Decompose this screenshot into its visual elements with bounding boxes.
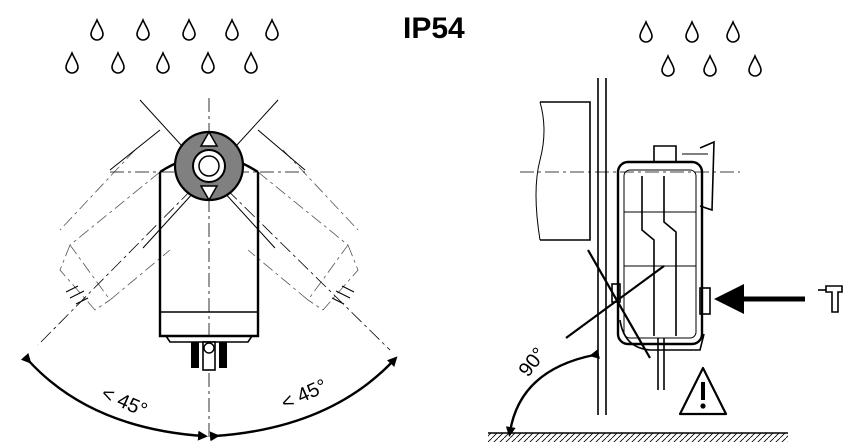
angle-label-right: < 45° xyxy=(278,375,330,414)
terminal-pins xyxy=(191,341,227,371)
water-drop-icon xyxy=(65,19,279,74)
ground-surface xyxy=(488,432,788,442)
water-drop-icon xyxy=(639,21,762,77)
title-ip54: IP54 xyxy=(403,12,465,45)
actuator-front-view: < 45° < 45° xyxy=(20,98,398,442)
tilted-position-left xyxy=(59,149,171,311)
duct-flange xyxy=(520,78,740,415)
warning-triangle-icon xyxy=(678,366,728,416)
actuator-body-side xyxy=(611,140,715,390)
actuator-side-view: 90° xyxy=(488,78,843,442)
shaft-hub xyxy=(173,130,245,202)
tilted-position-right xyxy=(247,149,359,311)
wrong-position-cross xyxy=(565,249,665,359)
hex-key-icon xyxy=(818,285,843,313)
angle-label-left: < 45° xyxy=(98,382,150,421)
